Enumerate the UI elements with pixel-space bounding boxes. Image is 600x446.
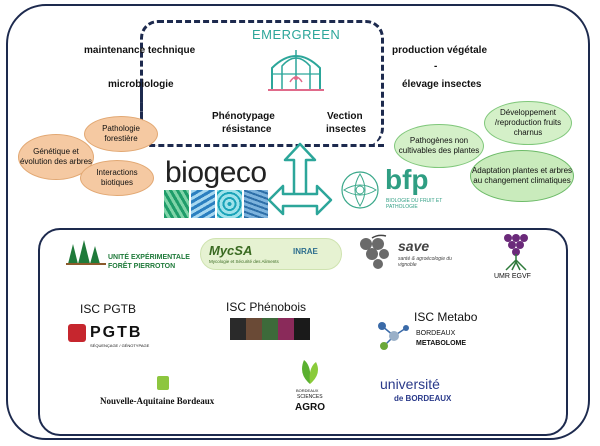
- ub-line2: de BORDEAUX: [394, 394, 452, 403]
- outer-frame: [6, 4, 590, 440]
- pheno-img-3: [262, 318, 278, 340]
- bsa-leaf-icon: [302, 360, 318, 384]
- bfp-subtitle: BIOLOGIE DU FRUIT ET PATHOLOGIE: [386, 198, 443, 210]
- isc-phenobois-label: ISC Phénobois: [226, 300, 307, 314]
- pgtb-logo: PGTB: [68, 324, 142, 342]
- pgtb-name: PGTB: [90, 324, 143, 341]
- tile-2: [190, 190, 215, 218]
- ellipse-interactions: Interactions biotiques: [80, 160, 154, 196]
- isc-pgtb-label: ISC PGTB: [80, 302, 137, 316]
- bsa-line3: AGRO: [295, 402, 325, 413]
- biogeco-tiles: [164, 190, 268, 218]
- dashed-divider: [140, 84, 143, 146]
- biogeco-logo: biogeco: [165, 156, 267, 189]
- mycsa-sub: Mycologie et Sécurité des Aliments: [209, 259, 279, 264]
- metabolome-line1: BORDEAUX: [416, 330, 456, 337]
- greenhouse-icon: [268, 50, 324, 91]
- save-sub: santé & agroécologie du vignoble: [398, 256, 452, 268]
- label-microbiologie: microbiologie: [108, 79, 174, 90]
- partners-frame: [38, 228, 568, 436]
- pheno-img-2: [246, 318, 262, 340]
- mycsa-name: MycSA: [209, 243, 253, 258]
- uefp-line2: FORÊT PIERROTON: [108, 263, 176, 270]
- tile-3: [217, 190, 242, 218]
- mycsa-logo: MycSA Mycologie et Sécurité des Aliments…: [200, 238, 342, 270]
- label-dash: -: [434, 61, 438, 72]
- umr-egvf-label: UMR EGVF: [494, 273, 531, 280]
- vine-root-icon: [504, 234, 528, 271]
- tile-4: [243, 190, 268, 218]
- metabolome-line2: METABOLOME: [416, 340, 467, 347]
- dashed-bottom: [140, 144, 384, 147]
- ub-line1: université: [380, 376, 440, 392]
- isc-metabo-label: ISC Metabo: [414, 310, 478, 324]
- tile-1: [164, 190, 189, 218]
- ellipse-developpement: Développement /reproduction fruits charn…: [484, 101, 572, 145]
- bfp-emblem-icon: [341, 171, 379, 209]
- pheno-img-4: [278, 318, 294, 340]
- emergreen-dashed-frame: [140, 20, 384, 146]
- label-phenotypage: Phénotypage: [212, 111, 275, 122]
- four-way-arrow-icon: [267, 142, 333, 216]
- grapes-icon: [360, 234, 389, 269]
- label-maintenance: maintenance technique: [84, 45, 196, 56]
- bsa-line1: BORDEAUX: [296, 388, 319, 393]
- ellipse-adaptation: Adaptation plantes et arbres au changeme…: [470, 150, 574, 202]
- inrae-logo: INRAE: [293, 247, 318, 256]
- emergreen-title: EMERGREEN: [252, 27, 341, 42]
- pheno-img-1: [230, 318, 246, 340]
- naq-icon: [157, 376, 169, 390]
- label-vection: Vection: [327, 111, 363, 122]
- label-elevage: élevage insectes: [402, 79, 482, 90]
- metabolome-molecule-icon: [378, 322, 409, 350]
- bfp-logo: bfp: [385, 164, 429, 195]
- naq-label: Nouvelle-Aquitaine Bordeaux: [100, 396, 215, 406]
- pgtb-mark-icon: [68, 324, 86, 342]
- phenobois-images: [230, 318, 310, 340]
- uefp-line1: UNITÉ EXPÉRIMENTALE: [108, 254, 190, 261]
- ellipse-pathologie: Pathologie forestière: [84, 116, 158, 152]
- save-logo: save: [398, 238, 430, 254]
- label-insectes: insectes: [326, 124, 367, 135]
- label-resistance: résistance: [222, 124, 272, 135]
- bsa-line2: SCIENCES: [297, 394, 323, 400]
- pgtb-sub: SÉQUENÇAGE / GÉNOTYPAGE: [90, 343, 150, 348]
- trees-logo-icon: [66, 240, 106, 265]
- pheno-img-5: [294, 318, 310, 340]
- ellipse-pathogenes: Pathogènes non cultivables des plantes: [394, 124, 484, 168]
- label-production: production végétale: [392, 45, 488, 56]
